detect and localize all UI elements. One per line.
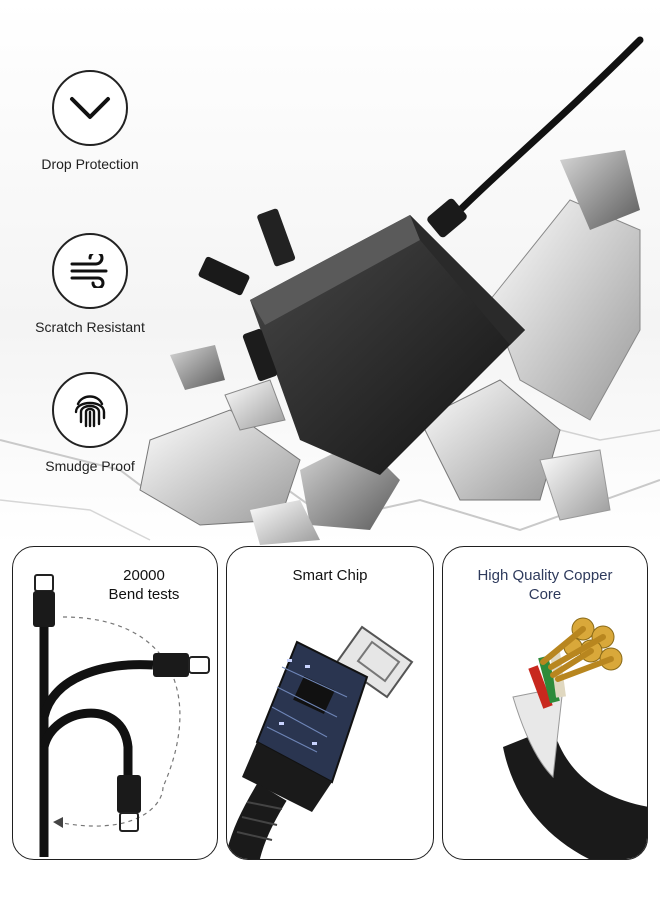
feature-label: Smudge Proof [45,458,135,474]
bent-usb-c-cable-image [33,574,210,857]
panel-title: Smart Chip [292,567,368,584]
charger-breaking-wall-illustration [0,36,660,545]
hero-image [0,0,660,545]
feature-drop-protection: Drop Protection [20,70,160,172]
panel-bend-tests: 20000 Bend tests [12,546,218,860]
feature-label: Drop Protection [41,156,139,172]
usb-c-connector-chip-image [227,625,414,859]
fingerprint-icon [52,372,128,448]
feature-smudge-proof: Smudge Proof [20,372,160,474]
chevron-down-icon [52,70,128,146]
panel-title: 20000 Bend tests [108,567,180,603]
copper-core-cable-image [503,617,647,859]
panel-smart-chip: Smart Chip [226,546,434,860]
feature-scratch-resistant: Scratch Resistant [20,233,160,335]
wind-lines-icon [52,233,128,309]
panel-copper-core: High Quality Copper Core [442,546,648,860]
panel-title: High Quality Copper Core [477,567,613,603]
feature-label: Scratch Resistant [35,319,145,335]
